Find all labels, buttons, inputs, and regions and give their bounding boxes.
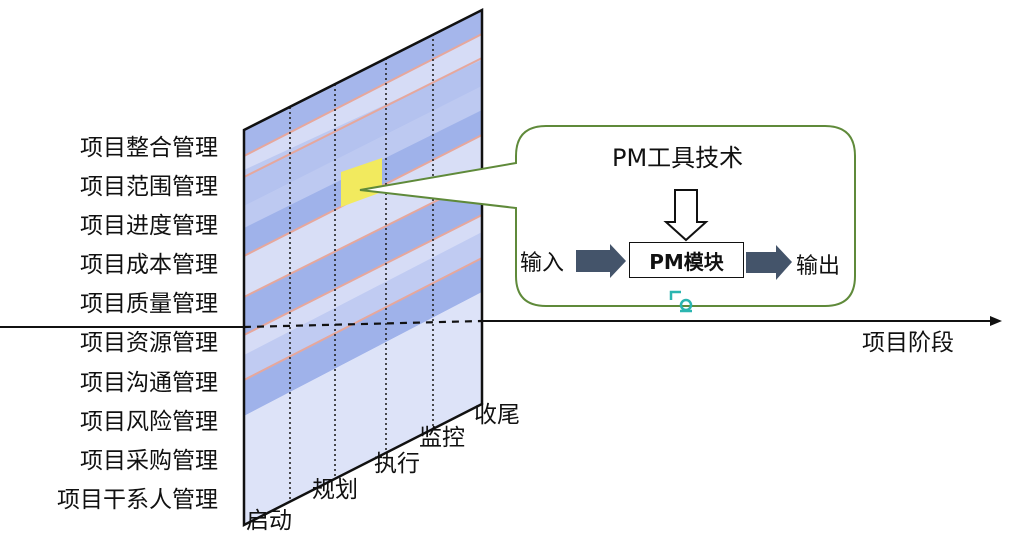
phase-label: 规划 — [312, 477, 358, 503]
tool-down-arrow — [663, 189, 709, 242]
band — [244, 258, 482, 416]
callout-input-label: 输入 — [520, 251, 565, 276]
knowledge-area-label: 项目风险管理 — [80, 409, 218, 435]
phase-dividers — [289, 34, 434, 502]
corner-mark-icon — [669, 290, 693, 313]
stripe — [243, 57, 483, 178]
axis-label: 项目阶段 — [862, 330, 954, 356]
phase-label: 监控 — [419, 425, 465, 451]
knowledge-area-label: 项目范围管理 — [80, 174, 218, 200]
callout-output-label: 输出 — [796, 254, 841, 279]
output-arrow — [746, 245, 792, 280]
pm-module-box: PM模块 — [629, 242, 744, 278]
knowledge-area-label: 项目干系人管理 — [57, 487, 218, 513]
band — [244, 60, 482, 228]
band — [244, 34, 482, 177]
stripe — [243, 214, 483, 336]
knowledge-area-label: 项目成本管理 — [80, 252, 218, 278]
callout-title: PM工具技术 — [612, 144, 744, 172]
knowledge-area-label: 项目资源管理 — [80, 330, 218, 356]
knowledge-area-label: 项目沟通管理 — [80, 370, 218, 396]
phase-label: 执行 — [374, 451, 420, 477]
panel-border — [242, 7, 484, 528]
phase-label: 启动 — [246, 508, 292, 534]
band — [244, 215, 482, 355]
knowledge-area-label: 项目进度管理 — [80, 213, 218, 239]
band — [244, 10, 482, 156]
input-arrow — [576, 244, 626, 278]
highlight-cell — [341, 158, 382, 207]
band — [244, 232, 482, 380]
stripe — [243, 257, 483, 381]
knowledge-area-label: 项目整合管理 — [80, 135, 218, 161]
knowledge-area-label: 项目质量管理 — [80, 291, 218, 317]
process-panel — [242, 7, 484, 528]
band — [244, 178, 482, 335]
band — [244, 292, 482, 525]
panel-bands — [244, 10, 482, 525]
stripe — [243, 33, 483, 157]
phase-label: 收尾 — [474, 402, 520, 428]
axis-line-hidden — [243, 319, 483, 329]
phase-axis — [0, 316, 1002, 329]
axis-arrowhead — [990, 316, 1002, 326]
knowledge-area-label: 项目采购管理 — [80, 448, 218, 474]
band — [244, 135, 482, 297]
